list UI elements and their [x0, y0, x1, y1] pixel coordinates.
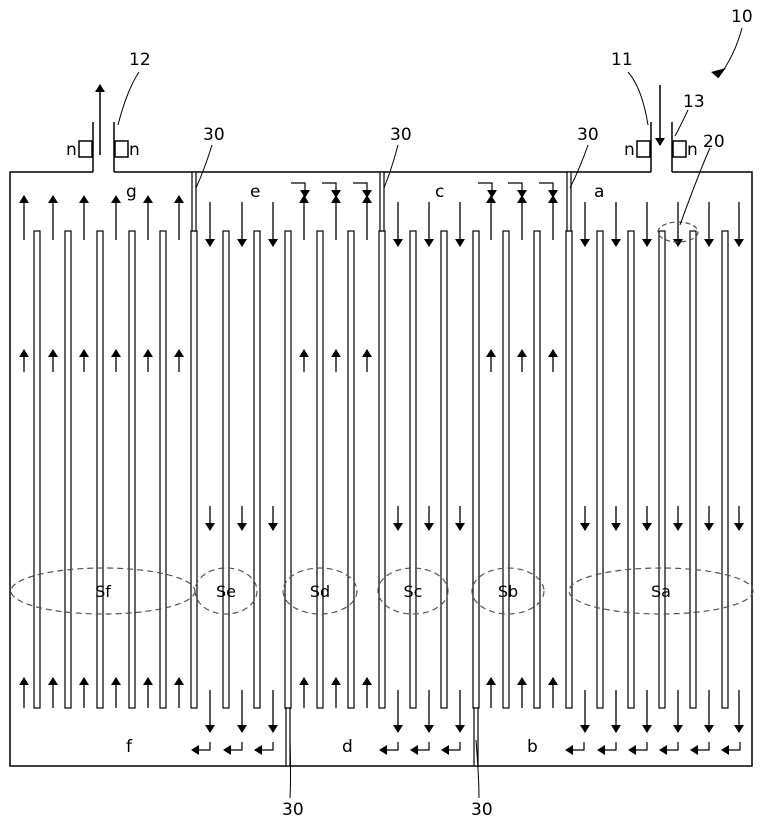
- outlet-ref-label: 12: [129, 50, 151, 70]
- chamber-label-f: f: [126, 737, 133, 757]
- chamber-label-d: d: [342, 737, 353, 757]
- baffle-ref-label: 30: [282, 800, 304, 820]
- bent-flow-arrow: [442, 742, 460, 750]
- heat-plate: [254, 231, 260, 708]
- heat-plate: [160, 231, 166, 708]
- bent-flow-arrow: [255, 742, 273, 750]
- zone-label: Sb: [498, 582, 518, 601]
- baffle-ref-label: 30: [471, 800, 493, 820]
- baffle-ref-label: 30: [390, 125, 412, 145]
- bent-flow-arrow: [722, 742, 740, 750]
- zone-label: Sa: [651, 582, 671, 601]
- heat-plate: [97, 231, 103, 708]
- baffle-partition: [567, 172, 571, 231]
- heat-plate: [223, 231, 229, 708]
- zone-label: Se: [216, 582, 236, 601]
- heat-plate: [628, 231, 634, 708]
- bent-flow-arrow: [380, 742, 398, 750]
- nozzle-letter-label: n: [624, 140, 635, 160]
- heat-plate: [317, 231, 323, 708]
- heat-plate: [473, 231, 479, 708]
- heat-plate: [566, 231, 572, 708]
- nozzle-ref-label: 13: [683, 92, 705, 112]
- zone-label: Sf: [95, 582, 111, 601]
- baffle-partition: [380, 172, 384, 231]
- heat-plate: [379, 231, 385, 708]
- baffle-partition: [192, 172, 196, 231]
- baffle-partition: [286, 708, 290, 766]
- chamber-label-a: a: [594, 182, 604, 202]
- bent-flow-arrow: [192, 742, 210, 750]
- heat-plate: [659, 231, 665, 708]
- baffle-ref-label: 30: [577, 125, 599, 145]
- bent-flow-arrow: [353, 183, 367, 197]
- bent-flow-arrow: [629, 742, 647, 750]
- heat-plate: [348, 231, 354, 708]
- outlet-pipe: [79, 122, 128, 172]
- heat-plate: [410, 231, 416, 708]
- heat-plate: [534, 231, 540, 708]
- nozzle-letter-label: n: [66, 140, 77, 160]
- bent-flow-arrow: [291, 183, 305, 197]
- heat-plate: [65, 231, 71, 708]
- chamber-label-e: e: [250, 182, 260, 202]
- chamber-label-c: c: [435, 182, 444, 202]
- bent-flow-arrow: [598, 742, 616, 750]
- bent-flow-arrow: [539, 183, 553, 197]
- heat-plate: [129, 231, 135, 708]
- chamber-label-g: g: [126, 182, 137, 202]
- heat-plate: [722, 231, 728, 708]
- bent-flow-arrow: [566, 742, 584, 750]
- zone-label: Sd: [310, 582, 330, 601]
- heat-plate: [34, 231, 40, 708]
- heat-plate: [441, 231, 447, 708]
- heat-plate: [285, 231, 291, 708]
- heat-plate: [597, 231, 603, 708]
- nozzle-letter-label: n: [129, 140, 140, 160]
- zone-label: Sc: [404, 582, 423, 601]
- plates-group: [34, 231, 728, 708]
- heat-plate: [503, 231, 509, 708]
- leader-arrowhead: [711, 68, 726, 78]
- device-ref-label: 10: [731, 7, 753, 27]
- bent-flow-arrow: [322, 183, 336, 197]
- bent-flow-arrow: [691, 742, 709, 750]
- bent-flow-arrow: [478, 183, 492, 197]
- bent-flow-arrow: [660, 742, 678, 750]
- heat-plate: [191, 231, 197, 708]
- baffle-ref-label: 30: [203, 125, 225, 145]
- bent-flow-arrow: [224, 742, 242, 750]
- inlet-ref-label: 11: [611, 50, 633, 70]
- nozzle-letter-label: n: [687, 140, 698, 160]
- heat-plate: [690, 231, 696, 708]
- region-ref-label: 20: [703, 132, 725, 152]
- chamber-label-b: b: [527, 737, 538, 757]
- bent-flow-arrow: [411, 742, 429, 750]
- bent-flow-arrow: [508, 183, 522, 197]
